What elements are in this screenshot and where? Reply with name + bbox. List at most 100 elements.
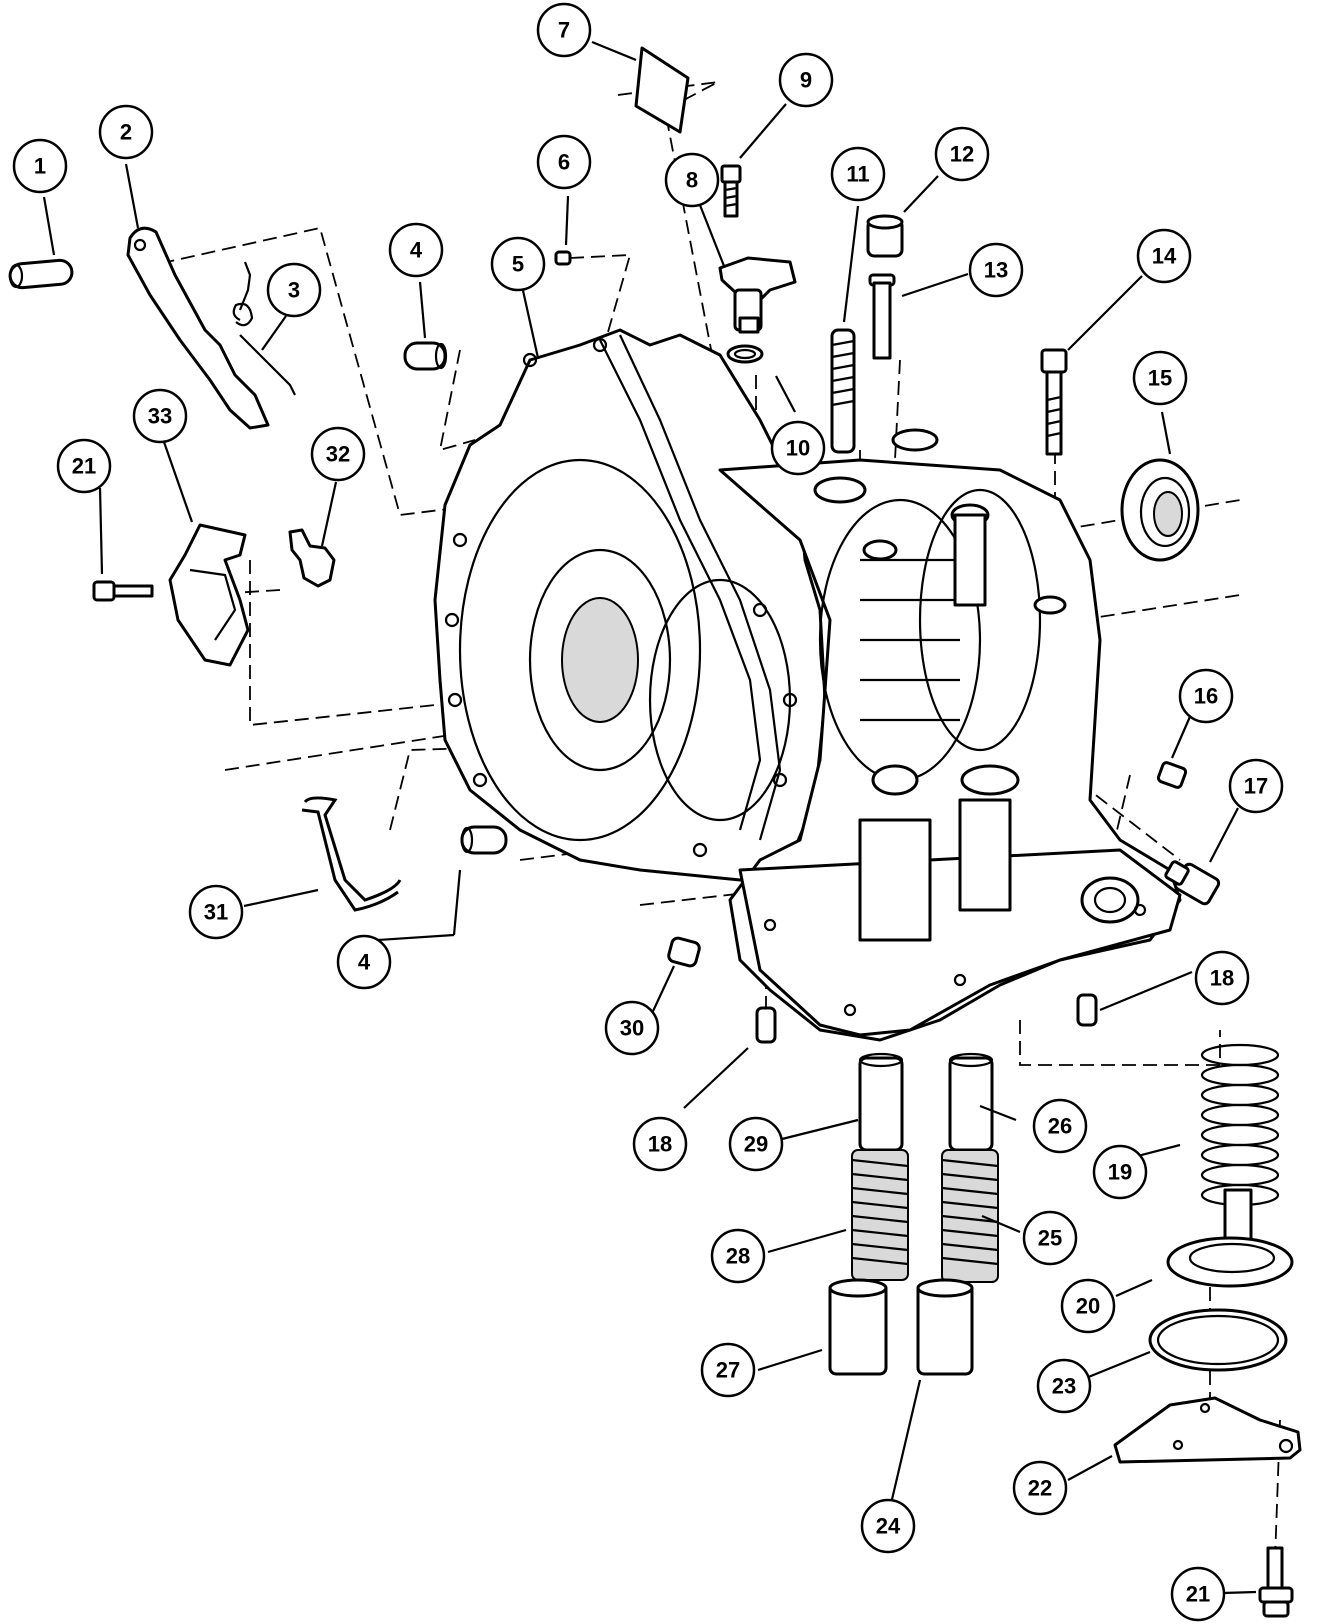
callout-14: 14 bbox=[1136, 228, 1192, 284]
callout-18-right: 18 bbox=[1194, 950, 1250, 1006]
part-23-seal-ring bbox=[1148, 1308, 1288, 1372]
svg-text:23: 23 bbox=[1052, 1374, 1076, 1399]
callout-32: 32 bbox=[310, 426, 366, 482]
callout-33: 33 bbox=[132, 388, 188, 444]
part-17-fitting bbox=[1164, 860, 1221, 906]
callout-4-upper: 4 bbox=[388, 222, 444, 278]
callout-13: 13 bbox=[968, 242, 1024, 298]
svg-text:3: 3 bbox=[288, 278, 300, 303]
callout-4-lower: 4 bbox=[336, 934, 392, 990]
part-3-spring bbox=[232, 261, 296, 396]
part-25-spring-right bbox=[941, 1149, 999, 1283]
svg-text:32: 32 bbox=[326, 442, 350, 467]
callout-19: 19 bbox=[1092, 1144, 1148, 1200]
callout-31: 31 bbox=[188, 884, 244, 940]
part-16-plug bbox=[1156, 761, 1188, 789]
callout-8: 8 bbox=[664, 152, 720, 208]
part-32-clip bbox=[288, 528, 336, 588]
svg-text:4: 4 bbox=[410, 238, 423, 263]
callout-30: 30 bbox=[604, 1000, 660, 1056]
svg-text:11: 11 bbox=[846, 162, 869, 187]
svg-text:9: 9 bbox=[800, 68, 812, 93]
svg-text:20: 20 bbox=[1076, 1294, 1100, 1319]
callout-21-left: 21 bbox=[56, 438, 112, 494]
svg-text:24: 24 bbox=[876, 1514, 901, 1539]
callout-22: 22 bbox=[1012, 1460, 1068, 1516]
part-2-lever bbox=[126, 226, 270, 430]
svg-text:15: 15 bbox=[1148, 366, 1172, 391]
callout-27: 27 bbox=[700, 1342, 756, 1398]
part-6-plug bbox=[554, 250, 572, 266]
part-28-spring-left bbox=[851, 1149, 909, 1281]
part-29-inner-spring-left bbox=[858, 1052, 904, 1152]
part-21-bolt-lower bbox=[1258, 1546, 1294, 1618]
part-1-pin bbox=[8, 258, 74, 290]
callout-10: 10 bbox=[770, 420, 826, 476]
callout-23: 23 bbox=[1036, 1358, 1092, 1414]
part-9-bolt bbox=[720, 164, 742, 218]
svg-text:21: 21 bbox=[1186, 1582, 1210, 1607]
svg-text:19: 19 bbox=[1108, 1160, 1132, 1185]
callout-18-left: 18 bbox=[632, 1116, 688, 1172]
svg-text:7: 7 bbox=[558, 18, 570, 43]
part-15-seal bbox=[1120, 458, 1200, 562]
transaxle-case bbox=[433, 328, 1182, 1042]
part-19-spring bbox=[1200, 1043, 1280, 1207]
part-8-sensor bbox=[718, 256, 797, 334]
part-11-stud bbox=[830, 328, 856, 454]
callout-6: 6 bbox=[536, 134, 592, 190]
callout-24: 24 bbox=[860, 1498, 916, 1554]
part-18-dowel-right bbox=[1076, 993, 1098, 1027]
svg-text:26: 26 bbox=[1048, 1114, 1072, 1139]
part-33-bracket bbox=[168, 523, 250, 667]
part-24-cup-right bbox=[916, 1278, 974, 1376]
callout-17: 17 bbox=[1228, 758, 1284, 814]
callout-28: 28 bbox=[710, 1228, 766, 1284]
callout-2: 2 bbox=[98, 104, 154, 160]
part-10-o-ring bbox=[726, 344, 764, 364]
callout-21-lower: 21 bbox=[1170, 1566, 1226, 1622]
part-18-dowel-left bbox=[755, 1006, 777, 1044]
svg-text:6: 6 bbox=[558, 150, 570, 175]
svg-text:21: 21 bbox=[72, 454, 96, 479]
callout-20: 20 bbox=[1060, 1278, 1116, 1334]
part-22-cover bbox=[1113, 1396, 1302, 1464]
svg-text:33: 33 bbox=[148, 404, 172, 429]
part-4-dowel-upper bbox=[403, 341, 448, 371]
callout-1: 1 bbox=[12, 138, 68, 194]
callout-11: 11 bbox=[830, 146, 886, 202]
callout-26: 26 bbox=[1032, 1098, 1088, 1154]
part-21-bolt-left bbox=[92, 580, 154, 602]
svg-text:30: 30 bbox=[620, 1016, 644, 1041]
part-26-inner-spring-right bbox=[948, 1052, 994, 1152]
svg-text:4: 4 bbox=[358, 950, 371, 975]
svg-text:18: 18 bbox=[648, 1132, 672, 1157]
callout-5: 5 bbox=[490, 236, 546, 292]
part-14-bolt bbox=[1040, 348, 1068, 456]
callout-15: 15 bbox=[1132, 350, 1188, 406]
svg-text:31: 31 bbox=[204, 900, 228, 925]
part-7-gasket bbox=[634, 46, 690, 134]
callout-29: 29 bbox=[728, 1116, 784, 1172]
svg-text:22: 22 bbox=[1028, 1476, 1052, 1501]
svg-text:14: 14 bbox=[1152, 244, 1177, 269]
svg-text:25: 25 bbox=[1038, 1226, 1062, 1251]
callout-25: 25 bbox=[1022, 1210, 1078, 1266]
part-30-plug bbox=[667, 936, 701, 968]
part-20-piston bbox=[1166, 1188, 1294, 1288]
callout-12: 12 bbox=[934, 126, 990, 182]
svg-text:1: 1 bbox=[34, 154, 46, 179]
svg-text:28: 28 bbox=[726, 1244, 750, 1269]
callout-16: 16 bbox=[1178, 668, 1234, 724]
svg-text:5: 5 bbox=[512, 252, 524, 277]
svg-text:12: 12 bbox=[950, 142, 974, 167]
part-31-rod bbox=[301, 796, 402, 912]
svg-text:8: 8 bbox=[686, 168, 698, 193]
svg-text:18: 18 bbox=[1210, 966, 1234, 991]
svg-text:17: 17 bbox=[1244, 774, 1268, 799]
callout-7: 7 bbox=[536, 2, 592, 58]
svg-text:10: 10 bbox=[786, 436, 810, 461]
callout-9: 9 bbox=[778, 52, 834, 108]
part-4-dowel-lower bbox=[460, 825, 508, 855]
